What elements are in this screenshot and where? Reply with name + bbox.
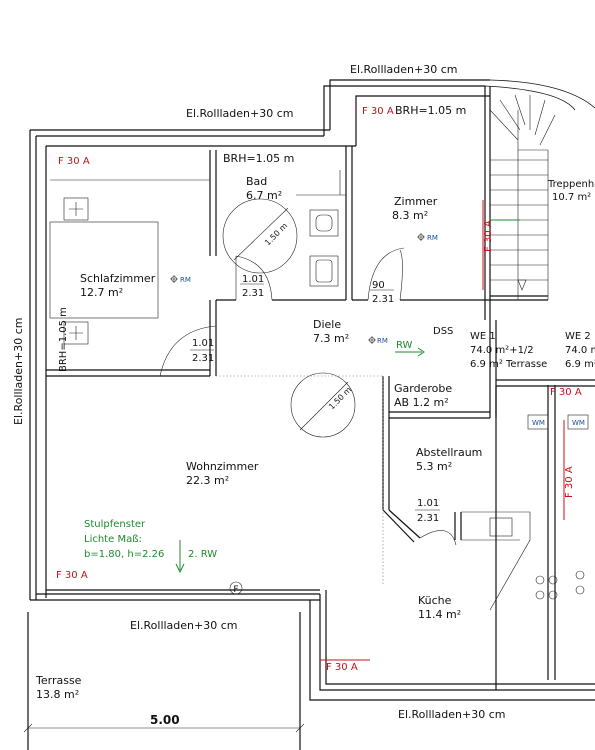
room-treppenhaus-name: Treppenhau xyxy=(547,179,595,190)
room-zimmer-area: 8.3 m² xyxy=(392,209,428,222)
fire-label-schlaf: F 30 A xyxy=(58,156,90,167)
room-bad-name: Bad xyxy=(246,175,267,188)
room-zimmer-name: Zimmer xyxy=(394,195,438,208)
room-treppenhaus-area: 10.7 m² xyxy=(552,192,591,203)
interior-walls xyxy=(46,86,595,690)
bathroom-fixtures xyxy=(222,170,346,301)
exterior-walls xyxy=(29,79,595,701)
we1-line1: 74.0 m²+1/2 xyxy=(470,345,534,356)
room-abstellraum-area: 5.3 m² xyxy=(416,460,452,473)
bed xyxy=(49,179,210,345)
we2-line2: 6.9 m² xyxy=(565,359,595,370)
room-garderobe-area: AB 1.2 m² xyxy=(394,396,449,409)
door-swings xyxy=(159,247,457,546)
door-schlaf-top: 1.01 xyxy=(192,338,214,349)
fire-lines xyxy=(320,200,565,661)
stulpfenster-size: b=1.80, h=2.26 xyxy=(84,549,164,560)
room-kueche-name: Küche xyxy=(418,594,452,607)
kitchen-fixtures xyxy=(461,414,589,611)
f-circle-icon xyxy=(229,581,243,595)
door-zimmer-bottom: 2.31 xyxy=(372,294,394,305)
we2-line1: 74.0 m xyxy=(565,345,595,356)
rw-arrow xyxy=(175,347,425,574)
staircase xyxy=(489,94,556,300)
fire-label-right-top: F 30 A xyxy=(550,387,582,398)
wm-left: WM xyxy=(532,419,545,427)
room-diele-name: Diele xyxy=(313,318,341,331)
turning-circle-diele-label: 1.50 m xyxy=(327,385,353,411)
rollladen-bottom-left: El.Rollladen+30 cm xyxy=(130,619,238,632)
door-bad-top: 1.01 xyxy=(242,274,264,285)
door-fraction-lines xyxy=(190,283,440,511)
door-abstell-top: 1.01 xyxy=(417,498,439,509)
room-schlafzimmer-area: 12.7 m² xyxy=(80,286,123,299)
room-schlafzimmer-name: Schlafzimmer xyxy=(80,272,156,285)
brh-zimmer: BRH=1.05 m xyxy=(395,104,466,117)
rollladen-bottom-right: El.Rollladen+30 cm xyxy=(398,708,506,721)
stulpfenster-title: Stulpfenster xyxy=(84,519,146,530)
room-wohnzimmer-name: Wohnzimmer xyxy=(186,460,259,473)
room-kueche-area: 11.4 m² xyxy=(418,608,461,621)
room-wohnzimmer-area: 22.3 m² xyxy=(186,474,229,487)
rm-symbols xyxy=(170,233,425,344)
rollladen-top-right: El.Rollladen+30 cm xyxy=(350,63,458,76)
door-abstell-bottom: 2.31 xyxy=(417,513,439,524)
rollladen-left: El.Rollladen+30 cm xyxy=(12,318,25,426)
room-terrasse-area: 13.8 m² xyxy=(36,688,79,701)
stulpfenster-lichte: Lichte Maß: xyxy=(84,534,142,545)
terrasse-dimension: 5.00 xyxy=(150,713,180,727)
door-bad-bottom: 2.31 xyxy=(242,288,264,299)
rm-marker-schlaf: RM xyxy=(180,276,191,284)
brh-schlaf: BRH=1.05 m xyxy=(58,307,69,372)
terrasse xyxy=(23,612,305,750)
room-terrasse-name: Terrasse xyxy=(35,674,82,687)
door-zimmer-top: 90 xyxy=(372,280,385,291)
room-garderobe-name: Garderobe xyxy=(394,382,452,395)
room-diele-area: 7.3 m² xyxy=(313,332,349,345)
rollladen-top-left: El.Rollladen+30 cm xyxy=(186,107,294,120)
f-circle-label: F xyxy=(233,585,238,595)
turning-circle-bad-label: 1.50 m xyxy=(263,221,289,247)
dotted-boundary xyxy=(216,375,384,585)
rm-marker-zimmer: RM xyxy=(427,234,438,242)
wm-right: WM xyxy=(572,419,585,427)
stulpfenster-rw: 2. RW xyxy=(188,549,217,560)
turning-circle-bad xyxy=(222,198,298,274)
rw-marker: RW xyxy=(396,340,413,351)
room-abstellraum-name: Abstellraum xyxy=(416,446,482,459)
brh-bad: BRH=1.05 m xyxy=(223,152,294,165)
fire-label-kueche: F 30 A xyxy=(326,662,358,673)
door-schlaf-bottom: 2.31 xyxy=(192,353,214,364)
we2-title: WE 2 xyxy=(565,331,591,342)
room-bad-area: 6.7 m² xyxy=(246,189,282,202)
we1-line2: 6.9 m² Terrasse xyxy=(470,359,547,370)
dss-label: DSS xyxy=(433,326,453,337)
we1-title: WE 1 xyxy=(470,331,496,342)
fire-label-wohn: F 30 A xyxy=(56,570,88,581)
fire-label-zimmer-vertical: F 30 A xyxy=(483,220,494,252)
fire-label-right-vertical: F 30 A xyxy=(564,466,575,498)
turning-circle-diele xyxy=(290,372,356,438)
fire-label-zimmer: F 30 A xyxy=(362,106,394,117)
rm-marker-diele: RM xyxy=(377,337,388,345)
